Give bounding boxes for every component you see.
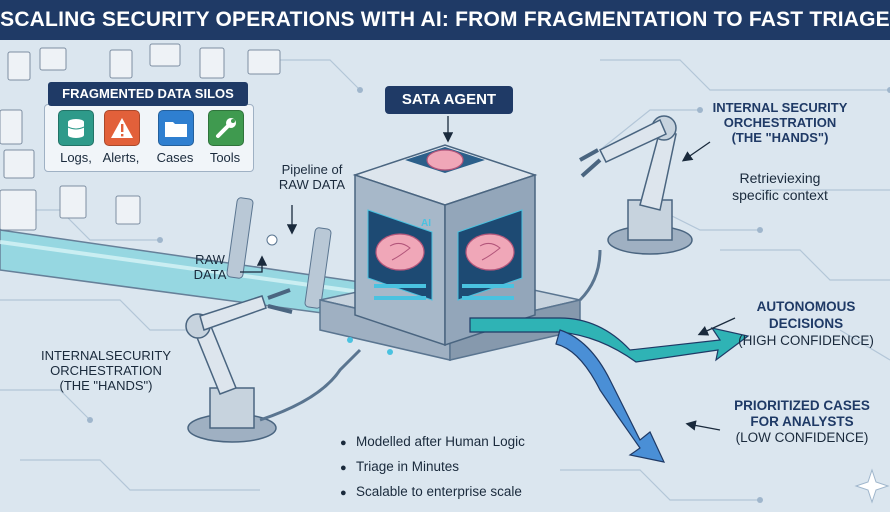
pipeline-label-line2: RAW DATA [278,177,346,192]
autonomous-decisions: AUTONOMOUS DECISIONS (HIGH CONFIDENCE) [726,298,886,349]
wrench-icon [208,110,244,146]
orchestration-top-sub2: specific context [732,187,828,203]
silo-label-logs: Logs, [60,150,92,165]
list-item: Scalable to enterprise scale [340,480,525,505]
prioritized-line1: PRIORITIZED CASES [734,398,870,413]
prioritized-line2: FOR ANALYSTS [750,414,854,429]
silo-label-cases: Cases [156,150,194,165]
orchestration-top-line1: INTERNAL SECURITY [712,100,848,115]
orchestration-left-line1: INTERNALSECURITY [40,348,172,363]
orchestration-left-line3: (THE "HANDS") [59,378,153,393]
autonomous-line2: DECISIONS [768,316,844,331]
orchestration-left-line2: ORCHESTRATION [50,363,162,378]
list-item: Triage in Minutes [340,455,525,480]
pipeline-label: Pipeline of RAW DATA [262,162,362,192]
orchestration-top-line3: (THE "HANDS") [731,130,829,145]
orchestration-top-sub: Retrieviexing specific context [700,170,860,204]
orchestration-top-line2: ORCHESTRATION [723,115,837,130]
orchestration-top-sub1: Retrieviexing [739,170,821,186]
list-item: Modelled after Human Logic [340,430,525,455]
agent-chip-label-left: AI [421,218,431,229]
raw-data-line2: DATA [193,267,227,282]
warning-icon [104,110,140,146]
banner-title: SCALING SECURITY OPERATIONS WITH AI: FRO… [0,0,890,40]
raw-data-label: RAW DATA [180,252,240,282]
prioritized-cases: PRIORITIZED CASES FOR ANALYSTS (LOW CONF… [718,398,886,446]
autonomous-line3: (HIGH CONFIDENCE) [738,333,874,348]
orchestration-top-title: INTERNAL SECURITY ORCHESTRATION (THE "HA… [690,100,870,145]
prioritized-line3: (LOW CONFIDENCE) [735,430,869,445]
agent-title: SATA AGENT [385,86,513,114]
pipeline-label-line1: Pipeline of [281,162,343,177]
silos-title: FRAGMENTED DATA SILOS [48,82,248,106]
folder-icon [158,110,194,146]
silo-label-tools: Tools [209,150,241,165]
autonomous-line1: AUTONOMOUS [756,299,856,314]
benefits-list: Modelled after Human Logic Triage in Min… [340,430,525,505]
orchestration-left-title: INTERNALSECURITY ORCHESTRATION (THE "HAN… [22,348,190,393]
raw-data-line1: RAW [195,252,225,267]
silo-label-alerts: Alerts, [102,150,140,165]
database-icon [58,110,94,146]
